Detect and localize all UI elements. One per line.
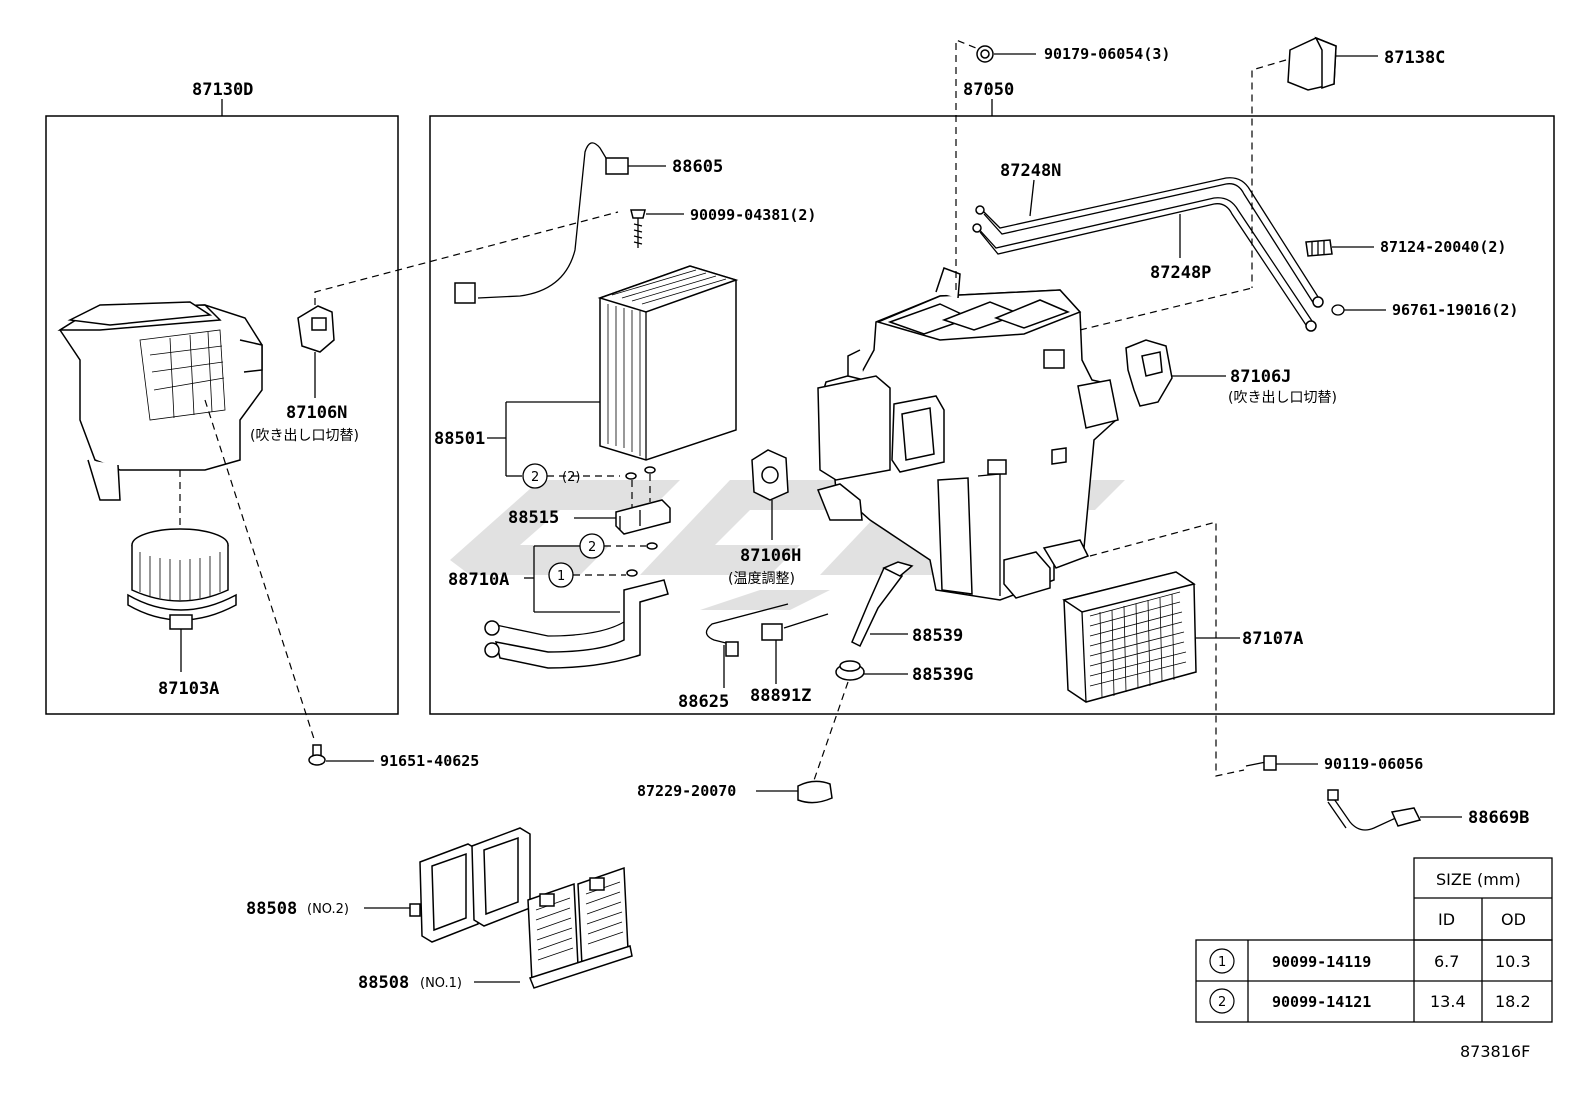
duct-87138C-drawing [1287,36,1337,91]
size-table-row1-id: 6.7 [1434,952,1459,971]
label-88508-no2: 88508 [246,899,297,919]
size-table-row2-od: 18.2 [1495,992,1531,1011]
label-87229-20070: 87229-20070 [637,782,736,800]
tube-88710A-drawing [484,579,669,669]
callout-2-tube-num: 2 [588,540,596,555]
note-87106H: (温度調整) [728,571,795,587]
expansion-valve-88515-drawing [615,499,671,535]
figure-code: 873816F [1460,1042,1530,1061]
label-90119-06056: 90119-06056 [1324,755,1423,773]
wire-88625-drawing [705,603,789,657]
screw-91651-drawing [308,744,326,766]
clip-87229-drawing [797,780,833,804]
label-87138C: 87138C [1384,48,1445,68]
label-87107A: 87107A [1242,629,1303,649]
note-87106N: (吹き出し口切替) [250,428,359,444]
tubes-87248-drawing [972,177,1324,332]
label-88508-no1: 88508 [358,973,409,993]
label-90179-06054: 90179-06054(3) [1044,45,1170,63]
hose-88669B-drawing [1327,789,1422,831]
label-87248N: 87248N [1000,161,1061,181]
blower-case-drawing [57,301,263,501]
blower-motor-drawing [127,528,237,630]
evaporator-88501-drawing [597,265,739,461]
size-table-row2-part: 90099-14121 [1272,993,1371,1011]
heater-unit-housing-drawing [816,267,1119,601]
label-88625: 88625 [678,692,729,712]
size-table-row2-id: 13.4 [1430,992,1466,1011]
grommet-88539G-drawing [835,660,865,681]
label-88515: 88515 [508,508,559,528]
size-table-header: SIZE (mm) [1436,870,1521,889]
label-87124-20040: 87124-20040(2) [1380,238,1506,256]
drain-hose-88539-drawing [851,561,914,648]
callout-2-qty: (2) [562,470,580,485]
label-88605: 88605 [672,157,723,177]
label-87248P: 87248P [1150,263,1211,283]
label-91651-40625: 91651-40625 [380,752,479,770]
label-88501: 88501 [434,429,485,449]
label-87106J: 87106J [1230,367,1291,387]
label-87050: 87050 [963,80,1014,100]
note-88508-no1: (NO.1) [420,976,462,991]
size-table-row1-od: 10.3 [1495,952,1531,971]
note-88508-no2: (NO.2) [307,902,349,917]
size-table-row1-mark: 1 [1218,955,1226,970]
label-88539: 88539 [912,626,963,646]
actuator-87106J-drawing [1125,339,1173,407]
sensor-88605-drawing [454,142,629,304]
label-88710A: 88710A [448,570,509,590]
label-87130D: 87130D [192,80,253,100]
size-table-row1-part: 90099-14119 [1272,953,1371,971]
callout-1-tube-num: 1 [557,569,565,584]
size-table: SIZE (mm) ID OD 1 90099-14119 6.7 10.3 2… [1195,857,1553,1023]
sensor-88891Z-drawing [761,613,829,641]
label-87106H: 87106H [740,546,801,566]
actuator-87106H-drawing [751,449,789,501]
label-88669B: 88669B [1468,808,1529,828]
actuator-87106N-drawing [297,305,335,353]
label-88891Z: 88891Z [750,686,811,706]
callout-2-evaporator-num: 2 [531,470,539,485]
label-88539G: 88539G [912,665,973,685]
filter-88508-no1-drawing [527,866,633,989]
bolt-90119-drawing [1245,755,1277,771]
filter-88508-no2-drawing [409,827,531,943]
oring-96761-drawing [1331,304,1345,316]
label-87103A: 87103A [158,679,219,699]
heater-core-87107A-drawing [1062,571,1197,703]
label-87106N: 87106N [286,403,347,423]
size-table-col-od: OD [1501,910,1526,929]
size-table-row2-mark: 2 [1218,995,1226,1010]
note-87106J: (吹き出し口切替) [1228,390,1337,406]
size-table-col-id: ID [1438,910,1455,929]
bolt-90099-04381-drawing [630,209,646,248]
label-96761-19016: 96761-19016(2) [1392,301,1518,319]
nut-90179-drawing [976,45,994,63]
label-90099-04381: 90099-04381(2) [690,206,816,224]
clamp-87124-drawing [1305,239,1333,257]
